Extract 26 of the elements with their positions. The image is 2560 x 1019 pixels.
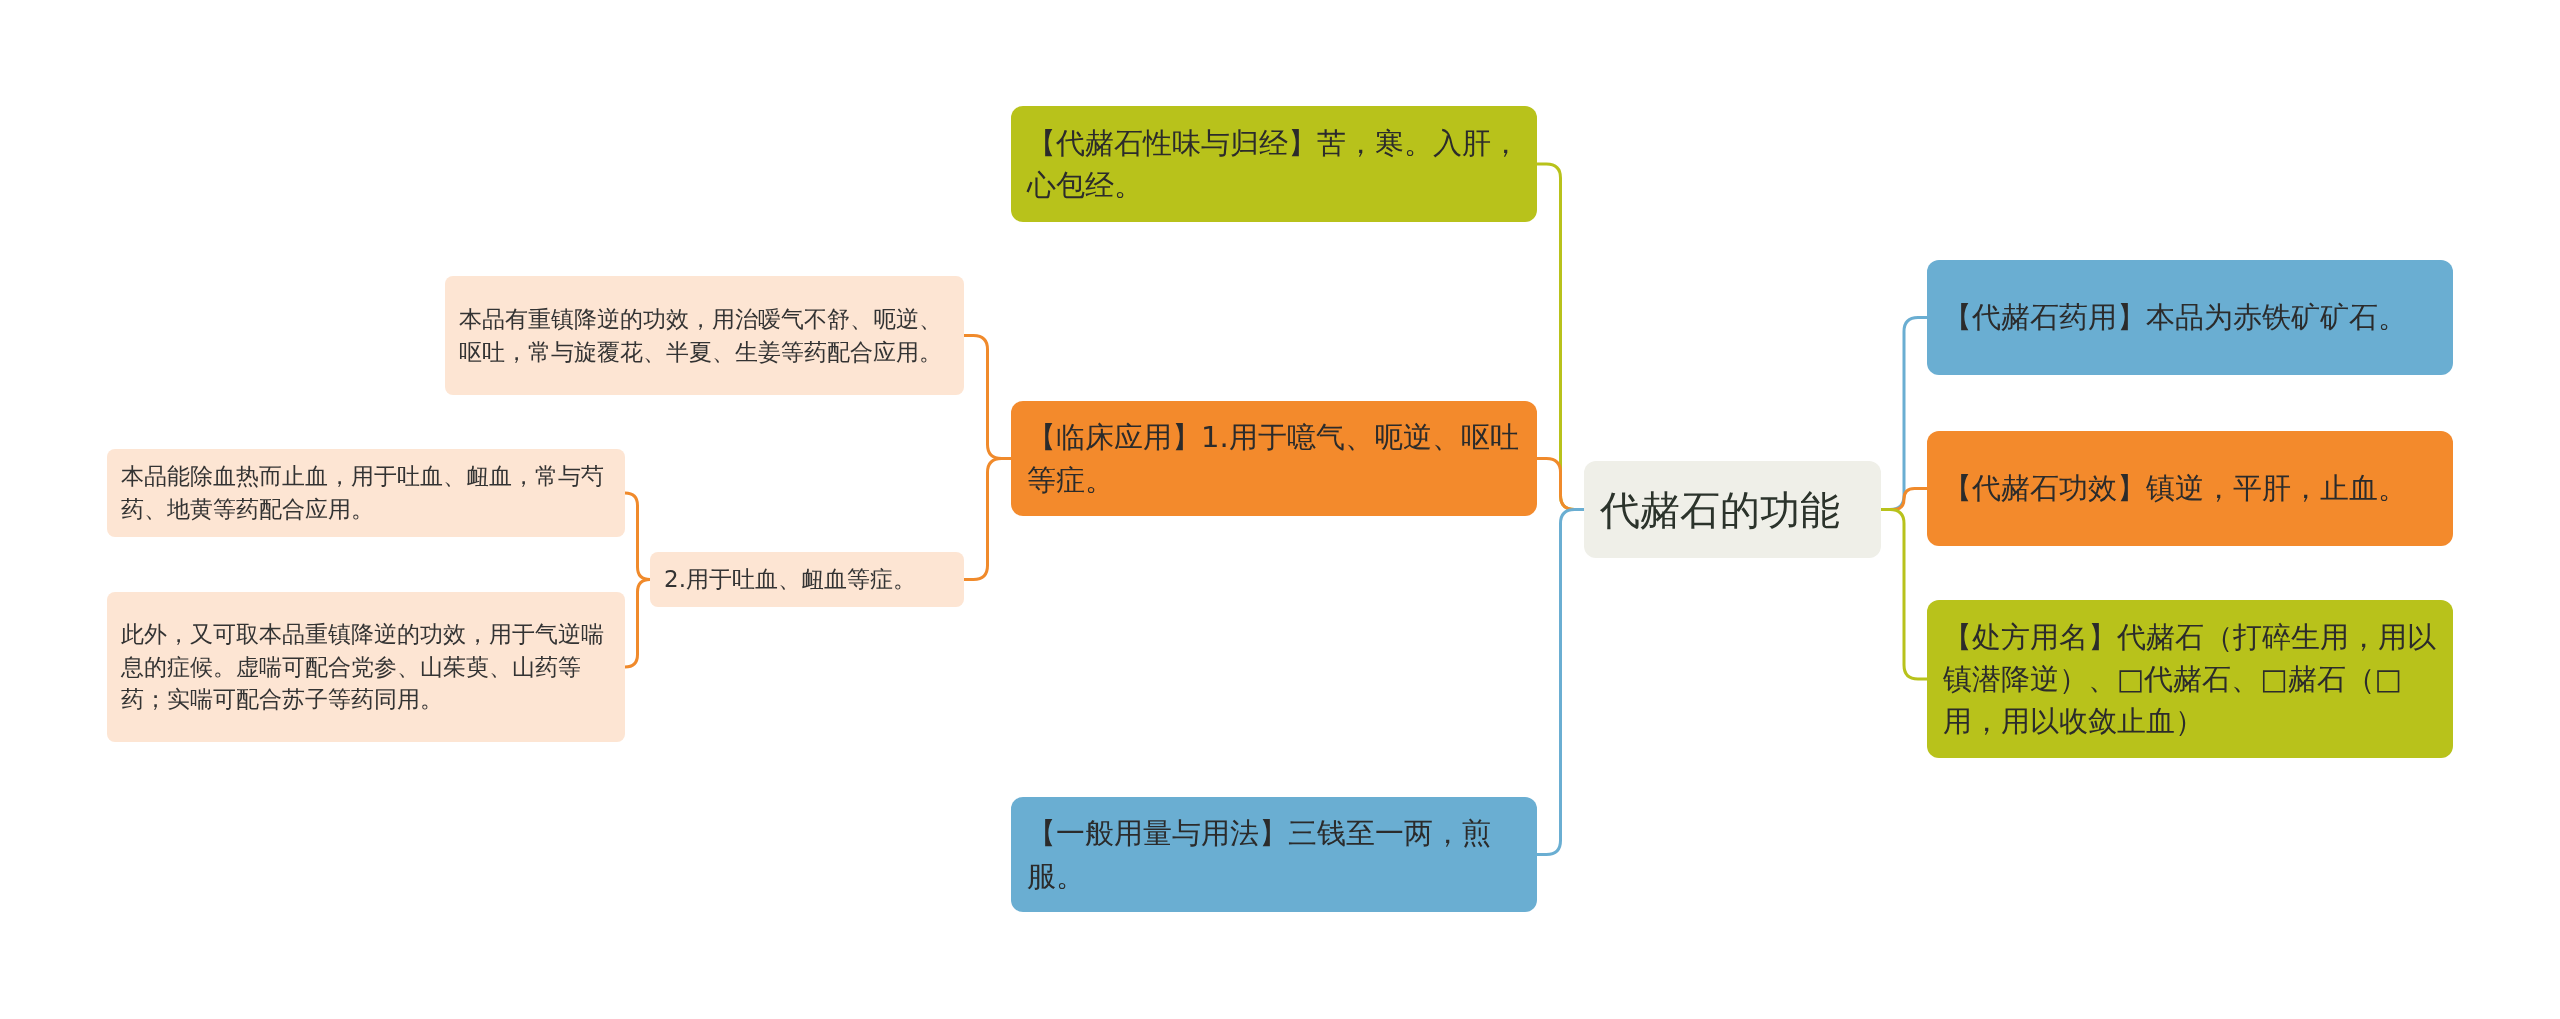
topic-text: 【处方用名】代赭石（打碎生用，用以镇潜降逆）、□代赭石、□赭石（□用，用以收敛止血） [1943,618,2437,740]
topic-text: 【代赭石性味与归经】苦，寒。入肝，心包经。 [1027,124,1521,204]
topic-text: 本品有重镇降逆的功效，用治嗳气不舒、呃逆、呕吐，常与旋覆花、半夏、生姜等药配合应用。 [459,304,943,367]
subtopic-box [107,449,625,537]
central-topic-text: 代赭石的功能 [1600,485,1840,534]
central-topic-box [1584,461,1881,558]
subtopic-box [445,276,964,395]
topic-text: 【临床应用】1.用于噫气、呃逆、呕吐等症。 [1027,419,1520,499]
connector-line [1881,508,1927,681]
subtopic-box [107,592,625,742]
topic-box [1927,600,2453,758]
topic-box [1927,431,2453,546]
subtopic-box [650,552,964,607]
topic-text: 【一般用量与用法】三钱至一两，煎服。 [1027,815,1492,895]
connector-line [623,578,652,669]
topic-text: 【代赭石功效】镇逆，平肝，止血。 [1943,470,2407,508]
topic-text: 本品能除血热而止血，用于吐血、衄血，常与芍药、地黄等药配合应用。 [121,462,605,524]
topic-box [1927,260,2453,375]
topic-box [1011,797,1537,912]
topic-box [1011,401,1537,516]
connector-line [1537,508,1584,856]
topic-text: 此外，又可取本品重镇降逆的功效，用于气逆喘息的症候。虚喘可配合党参、山茱萸、山药等药；实喘可配合苏子等药同用。 [121,620,605,715]
connector-line [964,457,1011,581]
topic-box [1011,106,1537,222]
topic-text: 【代赭石药用】本品为赤铁矿矿石。 [1943,299,2407,337]
topic-text: 2.用于吐血、衄血等症。 [664,565,916,595]
